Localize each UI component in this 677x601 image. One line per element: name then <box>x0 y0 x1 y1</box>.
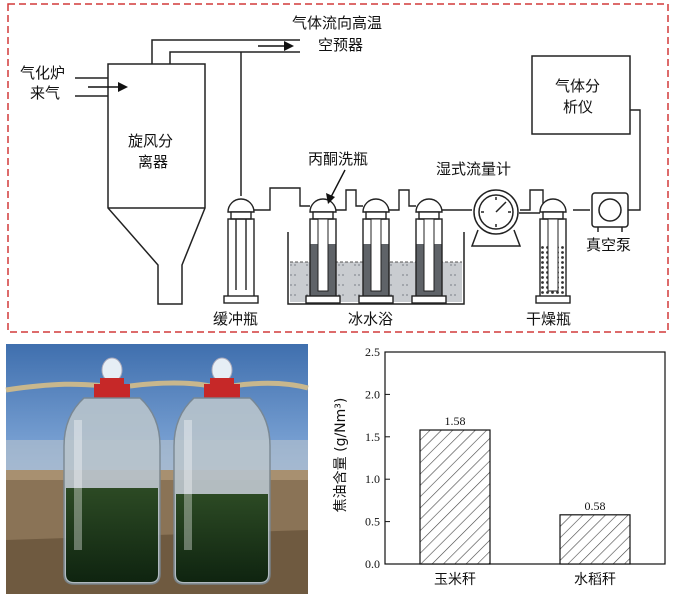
chart-bars: 1.58 0.58 <box>419 414 631 565</box>
wet-flow-meter-label: 湿式流量计 <box>436 160 511 178</box>
x-category-label: 玉米秆 <box>434 572 476 588</box>
gas-to-label-line1: 气体流向高温 <box>292 14 382 32</box>
gas-analyzer-label-line1: 气体分 <box>555 77 600 95</box>
wet-flow-meter-shape <box>470 189 522 247</box>
x-axis-categories: 玉米秆 水稻秆 <box>434 572 616 588</box>
bar-2 <box>559 514 631 565</box>
cyclone-label-line2: 离器 <box>138 153 168 171</box>
chart-plot-frame <box>384 351 666 565</box>
gas-to-label-line2: 空预器 <box>318 36 363 54</box>
acetone-bottle-label: 丙酮洗瓶 <box>308 150 368 168</box>
gas-analyzer-label-line2: 析仪 <box>563 98 593 116</box>
photo-tar-bottles <box>5 344 309 594</box>
arrow-inlet <box>88 82 128 92</box>
drying-bottle-label: 干燥瓶 <box>526 310 571 328</box>
y-tick-label: 1.5 <box>365 430 380 444</box>
acetone-wash-bottle-2 <box>358 198 394 304</box>
y-tick-label: 0.5 <box>365 515 380 529</box>
acetone-label-arrow <box>326 169 346 204</box>
acetone-wash-bottle-3 <box>411 198 447 304</box>
schematic-border <box>7 3 669 333</box>
vacuum-pump-shape <box>591 192 629 232</box>
connection-pipes <box>254 109 641 214</box>
bar-data-label: 0.58 <box>585 499 606 513</box>
ice-bath-label: 冰水浴 <box>348 310 393 328</box>
y-tick-label: 0.0 <box>365 557 380 571</box>
y-tick-label: 2.0 <box>365 387 380 401</box>
schematic: 气化炉 来气 气体流向高温 空预器 旋风分 离器 丙酮洗瓶 湿式流量计 气体分 … <box>7 3 669 333</box>
bar-1 <box>419 429 491 565</box>
gasifier-label-line1: 气化炉 <box>20 64 65 82</box>
y-axis-label: 焦油含量 (g/Nm³) <box>333 398 349 513</box>
tar-content-chart: 0.0 0.5 1.0 1.5 2.0 2.5 1.58 0.58 玉米秆 水稻秆 焦油含量 … <box>333 345 666 588</box>
cyclone-label-line1: 旋风分 <box>128 132 173 150</box>
buffer-bottle-shape <box>223 198 259 304</box>
gasifier-label-line2: 来气 <box>30 84 60 102</box>
x-category-label: 水稻秆 <box>574 572 616 588</box>
arrow-outlet <box>258 41 294 51</box>
cyclone-separator <box>75 39 300 305</box>
gas-analyzer-box <box>531 55 631 135</box>
buffer-bottle-label: 缓冲瓶 <box>213 310 258 328</box>
bar-data-label: 1.58 <box>445 414 466 428</box>
y-tick-label: 2.5 <box>365 345 380 359</box>
y-tick-label: 1.0 <box>365 472 380 486</box>
drying-bottle-shape <box>535 198 571 304</box>
vacuum-pump-label: 真空泵 <box>586 236 631 254</box>
photo-bottle-1 <box>63 357 161 585</box>
acetone-wash-bottle-1 <box>305 198 341 304</box>
photo-bottle-2 <box>173 357 271 585</box>
y-axis-ticks: 0.0 0.5 1.0 1.5 2.0 2.5 <box>365 345 390 571</box>
